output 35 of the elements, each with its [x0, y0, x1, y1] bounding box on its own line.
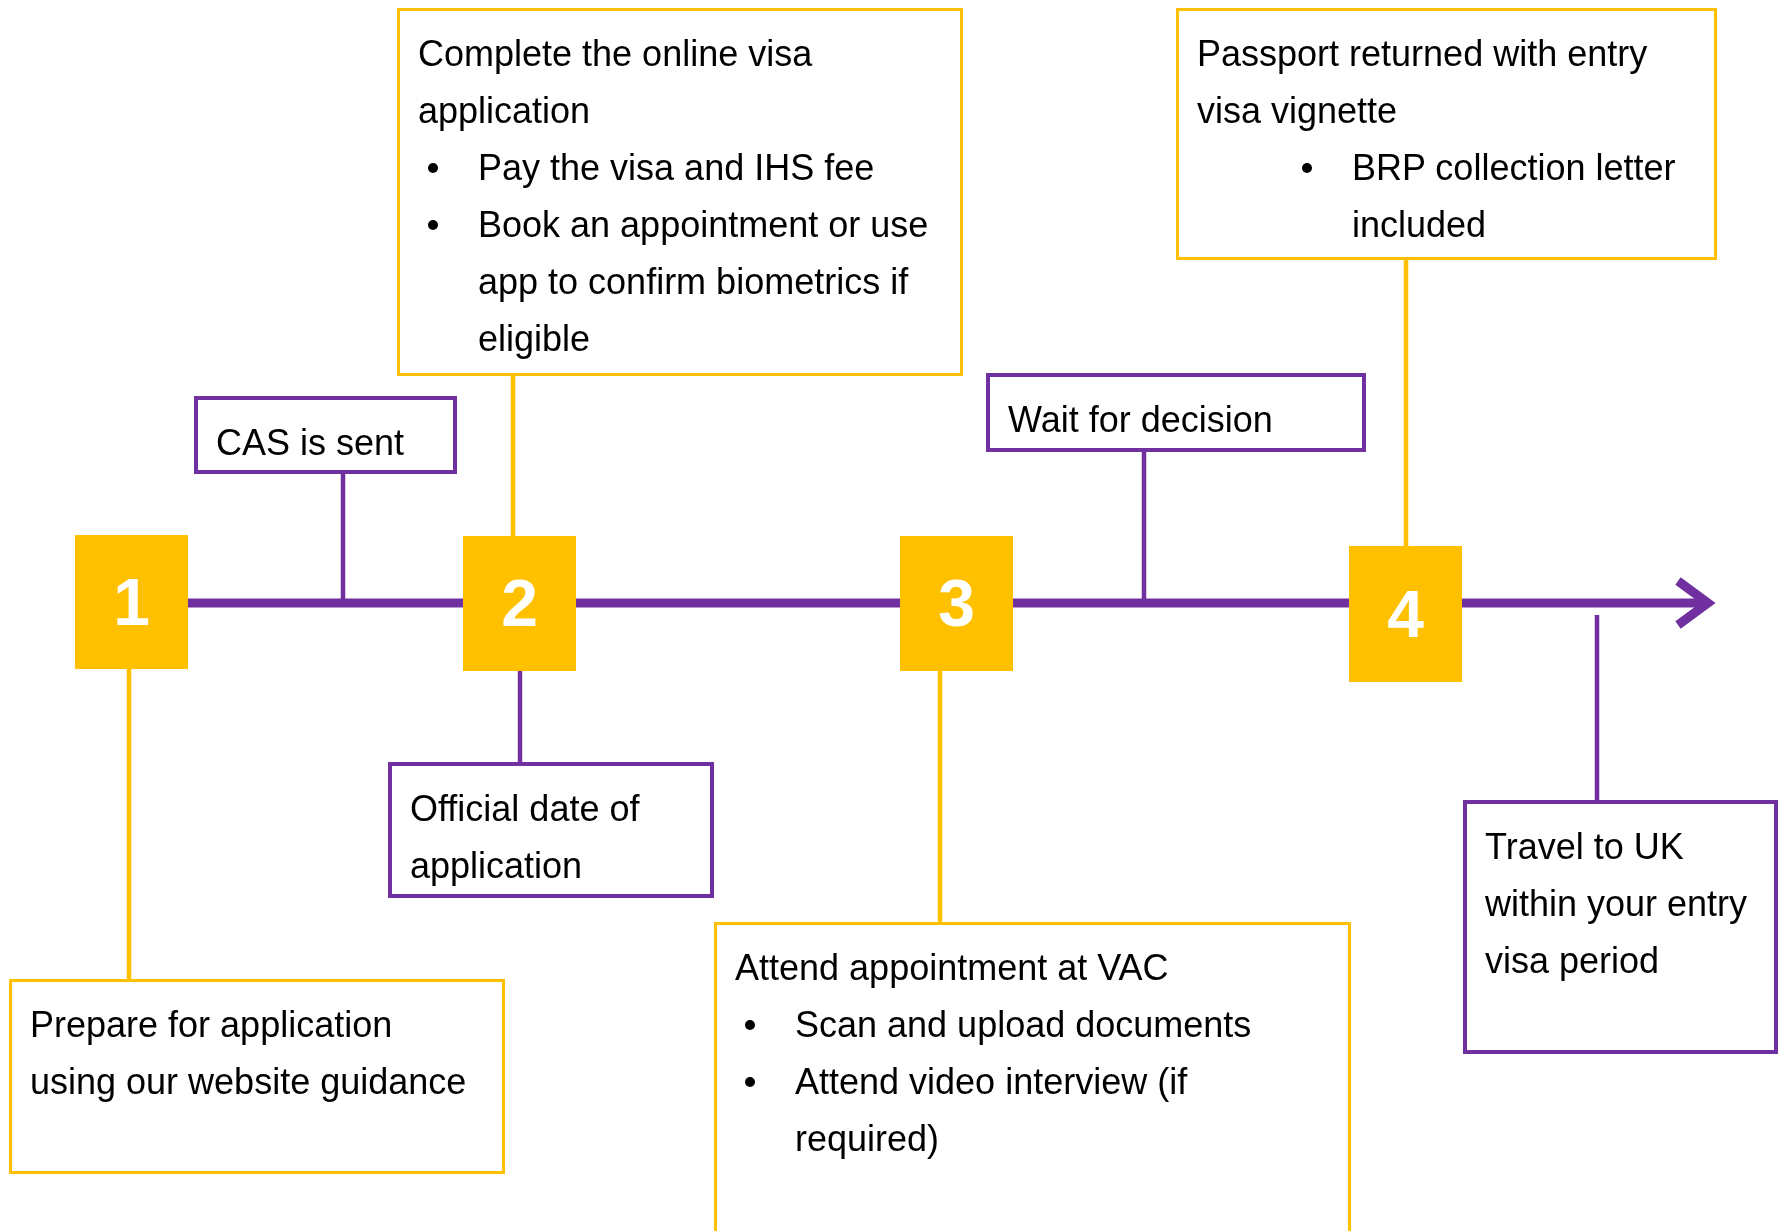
leader-line [126, 669, 132, 979]
bullet-item: Pay the visa and IHS fee [478, 146, 876, 190]
leader-line [517, 671, 523, 762]
step-text: Wait for decision [1008, 398, 1274, 442]
timeline-arrow [1462, 576, 1713, 630]
step-text: Travel to UK within your entry visa period [1485, 825, 1749, 983]
timeline-line [576, 598, 900, 608]
step-text: Prepare for application using our website guidance [30, 1003, 468, 1104]
bullet-item: Scan and upload documents [795, 1003, 1253, 1047]
step-number-box: 2 [463, 536, 576, 671]
step-text: Official date of application [410, 787, 641, 888]
leader-line [510, 376, 516, 536]
step-text: Passport returned with entry visa vignette [1197, 32, 1649, 133]
step-text: CAS is sent [216, 421, 406, 465]
step-text: Attend appointment at VAC [735, 946, 1170, 990]
step-box [714, 922, 1351, 1231]
leader-line [1403, 260, 1409, 546]
bullet-item: BRP collection letter included [1352, 146, 1677, 247]
timeline-line [1013, 598, 1349, 608]
bullet-item: Attend video interview (if required) [795, 1060, 1189, 1161]
step-number-box: 4 [1349, 546, 1462, 682]
step-box [9, 979, 505, 1174]
step-text: Complete the online visa application [418, 32, 814, 133]
timeline-line [188, 598, 463, 608]
bullet-item: Book an appointment or use app to confirm biometrics if eligible [478, 203, 930, 361]
milestone-box [194, 396, 457, 474]
leader-line [1594, 615, 1600, 800]
step-box [397, 8, 963, 376]
step-box [1176, 8, 1717, 260]
milestone-box [986, 373, 1366, 452]
milestone-box [388, 762, 714, 898]
leader-line [937, 671, 943, 922]
step-number-box: 3 [900, 536, 1013, 671]
milestone-box [1463, 800, 1778, 1054]
step-number-box: 1 [75, 535, 188, 669]
